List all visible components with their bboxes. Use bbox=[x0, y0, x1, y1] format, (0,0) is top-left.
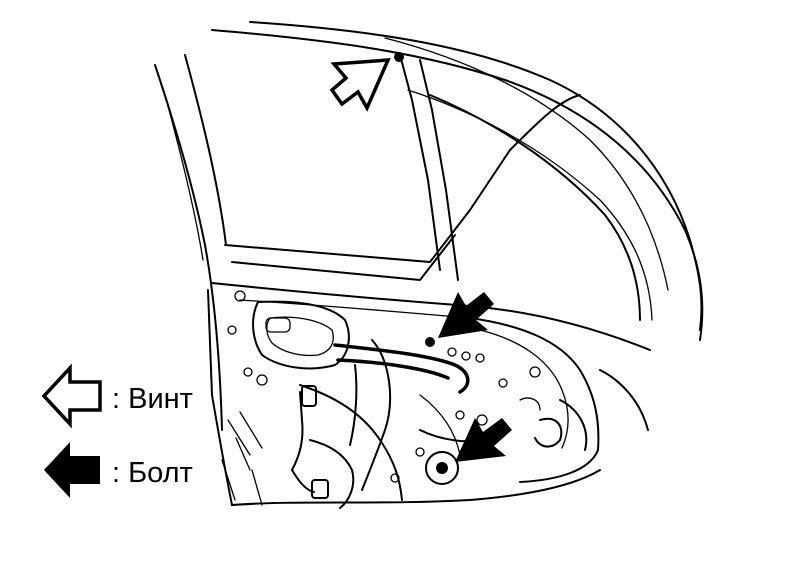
bolt-pointer-arrow-icon bbox=[455, 418, 512, 462]
bolt-legend-icon bbox=[44, 442, 100, 498]
screw-pointer-arrow-icon bbox=[329, 58, 391, 112]
bolt-legend-label: : Болт bbox=[112, 457, 193, 489]
legend: : Винт : Болт bbox=[41, 363, 193, 498]
screw-legend-label: : Винт bbox=[112, 383, 193, 415]
door-drawing bbox=[154, 21, 704, 509]
bolt-pointer-arrow-icon bbox=[438, 292, 494, 338]
screw-legend-icon bbox=[41, 363, 102, 429]
